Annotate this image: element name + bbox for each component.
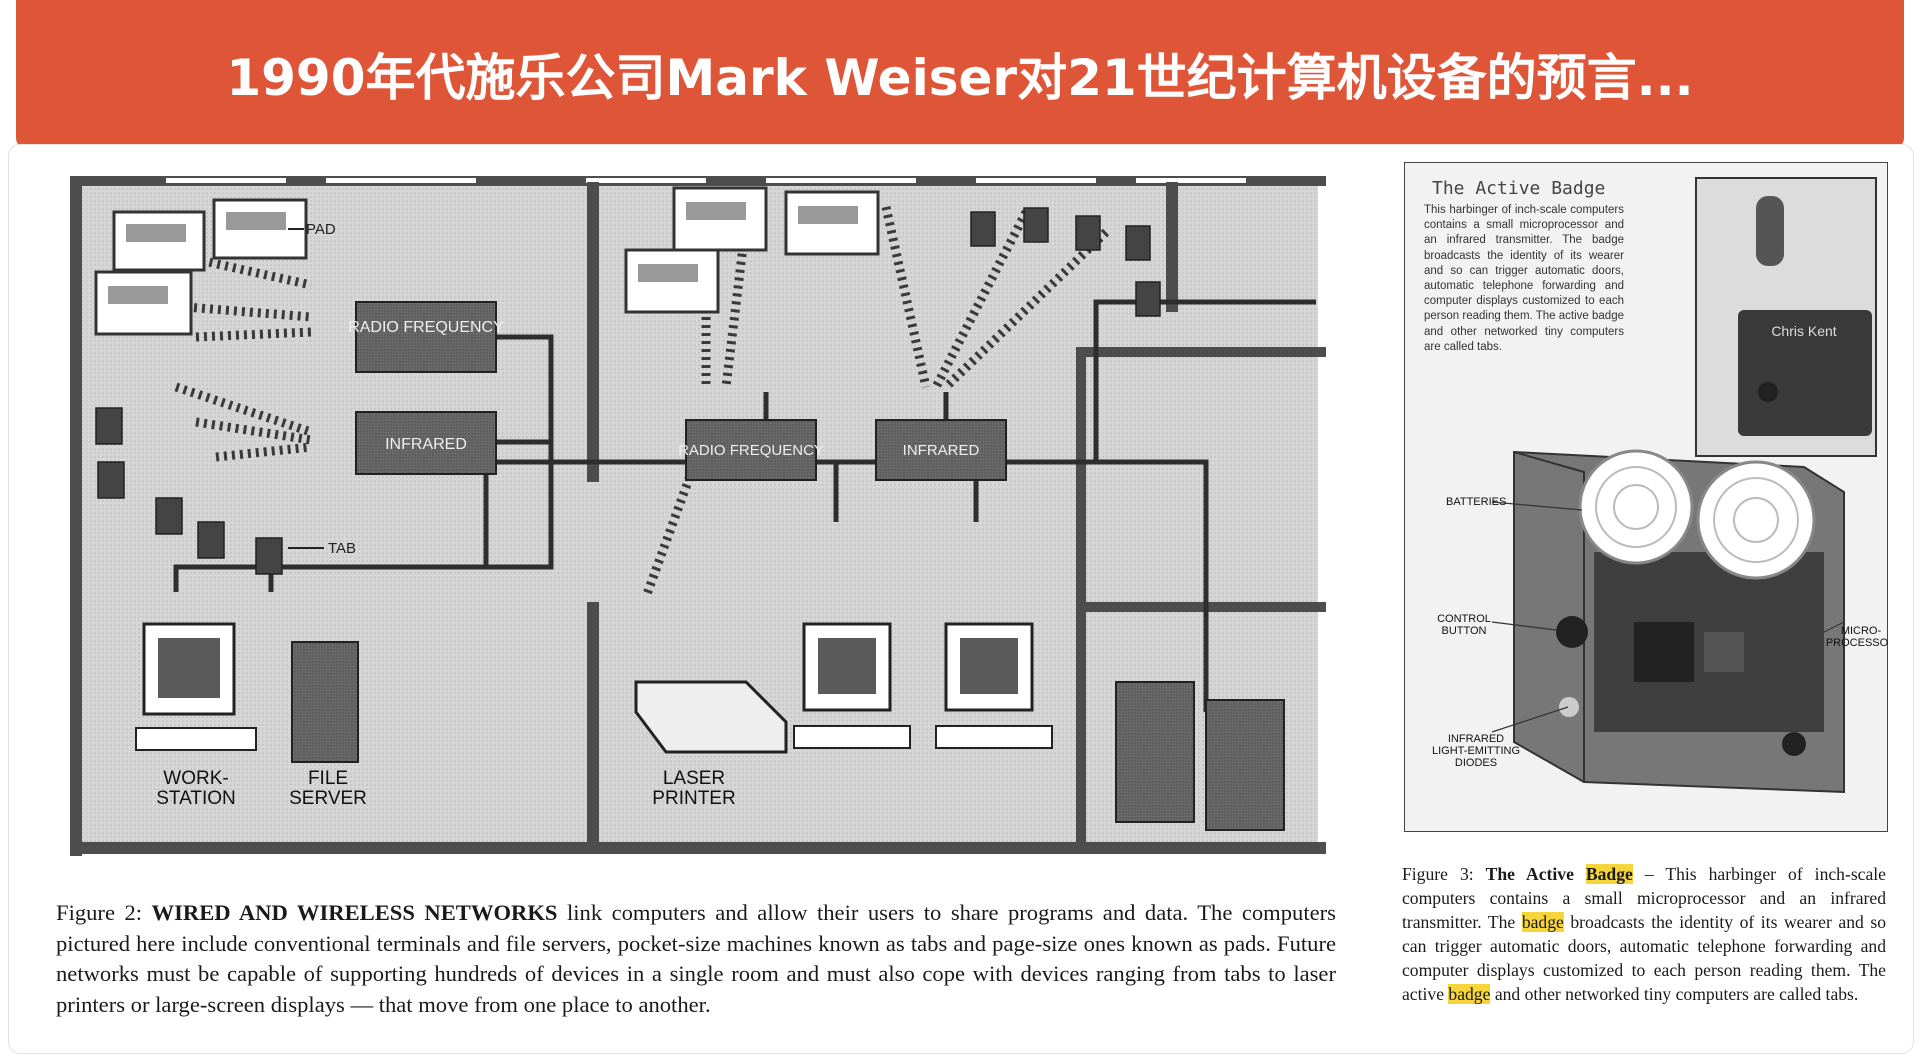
svg-text:INFRARED: INFRARED <box>903 442 980 459</box>
infrared-box-2: INFRARED <box>875 419 1007 481</box>
laser-printer <box>634 680 788 754</box>
svg-text:BUTTON: BUTTON <box>1441 625 1486 637</box>
page-title: 1990年代施乐公司Mark Weiser对21世纪计算机设备的预言... <box>226 49 1694 107</box>
svg-text:DIODES: DIODES <box>1455 757 1497 769</box>
svg-text:PROCESSOR: PROCESSOR <box>1826 637 1888 649</box>
svg-text:LIGHT-EMITTING: LIGHT-EMITTING <box>1432 745 1520 757</box>
badge-name: Chris Kent <box>1771 323 1836 339</box>
badge-inset-title: The Active Badge <box>1432 178 1606 199</box>
pad-label: PAD <box>306 221 336 238</box>
batteries-label: BATTERIES <box>1446 496 1506 508</box>
file-server <box>291 641 359 763</box>
figure-2-caption: Figure 2: WIRED AND WIRELESS NETWORKS li… <box>56 900 1336 1017</box>
infrared-box-1: INFRARED <box>355 411 497 475</box>
file-server-label: FILE <box>308 768 348 789</box>
svg-text:STATION: STATION <box>156 788 236 809</box>
workstation-label: WORK- <box>163 768 228 789</box>
svg-text:RADIO FREQUENCY: RADIO FREQUENCY <box>348 319 504 336</box>
figure-3-caption: Figure 3: The Active Badge – This harbin… <box>1402 864 1886 1004</box>
svg-text:RADIO FREQUENCY: RADIO FREQUENCY <box>678 442 824 459</box>
tab-label: TAB <box>328 540 356 557</box>
svg-text:INFRARED: INFRARED <box>385 436 467 453</box>
active-badge-figure: Chris Kent BATTERIES CONTROL BUTTON MICR… <box>1403 161 1896 833</box>
laser-printer-label: LASER <box>663 768 725 789</box>
badge-inset-text: This harbinger of inch-scale computers c… <box>1424 204 1624 353</box>
svg-text:PRINTER: PRINTER <box>652 788 735 809</box>
radio-frequency-box-1: RADIO FREQUENCY <box>348 301 504 373</box>
network-floorplan-figure: PAD TAB RADIO FREQUENCY INFRARED RADIO F… <box>66 172 1330 862</box>
title-banner: 1990年代施乐公司Mark Weiser对21世纪计算机设备的预言... <box>16 0 1904 148</box>
control-button <box>1556 616 1588 648</box>
infrared-diodes-label: INFRARED <box>1448 733 1504 745</box>
svg-text:SERVER: SERVER <box>289 788 367 809</box>
microprocessor-label: MICRO- <box>1841 625 1882 637</box>
radio-frequency-box-2: RADIO FREQUENCY <box>678 419 824 481</box>
control-button-label: CONTROL <box>1437 613 1491 625</box>
